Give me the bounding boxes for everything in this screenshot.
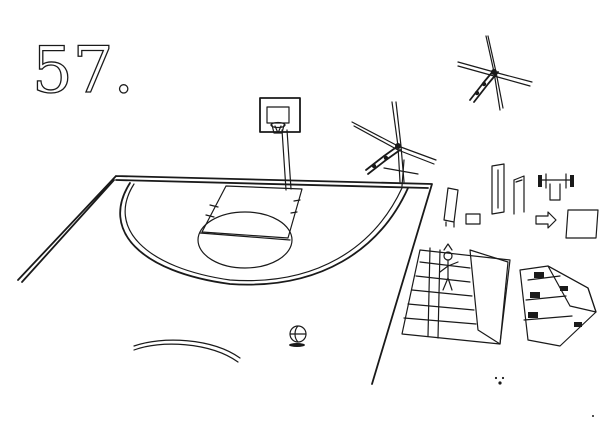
three-point-arc-inner (124, 183, 403, 282)
basketball-court (17, 97, 433, 385)
basketball-icon (289, 325, 307, 347)
free-throw-circle (197, 211, 293, 269)
locker-icon (491, 163, 505, 215)
striped-ramp (519, 265, 597, 347)
stray-marks (494, 376, 594, 417)
person-figure (439, 243, 459, 291)
paint-marks (205, 199, 301, 218)
rotor-drone-top-right (457, 35, 533, 111)
backboard-target (266, 106, 290, 124)
backboard (259, 97, 301, 133)
court-outline (17, 175, 433, 385)
arrow-icon (535, 211, 557, 229)
hoop-rim (270, 121, 286, 129)
mat-icon (565, 209, 599, 239)
rotor-drone-middle (351, 101, 437, 187)
stair-side-shading (469, 249, 509, 345)
page-number-group: 57. (31, 33, 134, 108)
barbell-icon (538, 173, 574, 201)
free-throw-line (199, 232, 291, 241)
staircase (401, 243, 511, 345)
hurdle-icon (513, 175, 525, 215)
page-number: 57. (32, 34, 134, 108)
bag-icon (465, 213, 481, 225)
equipment-cluster (443, 163, 599, 239)
three-point-arc (119, 182, 409, 286)
paint-area (201, 185, 303, 239)
bench-icon (443, 187, 459, 223)
center-arc (133, 339, 241, 363)
hoop-pole (281, 129, 292, 191)
hoop-net (271, 124, 285, 134)
